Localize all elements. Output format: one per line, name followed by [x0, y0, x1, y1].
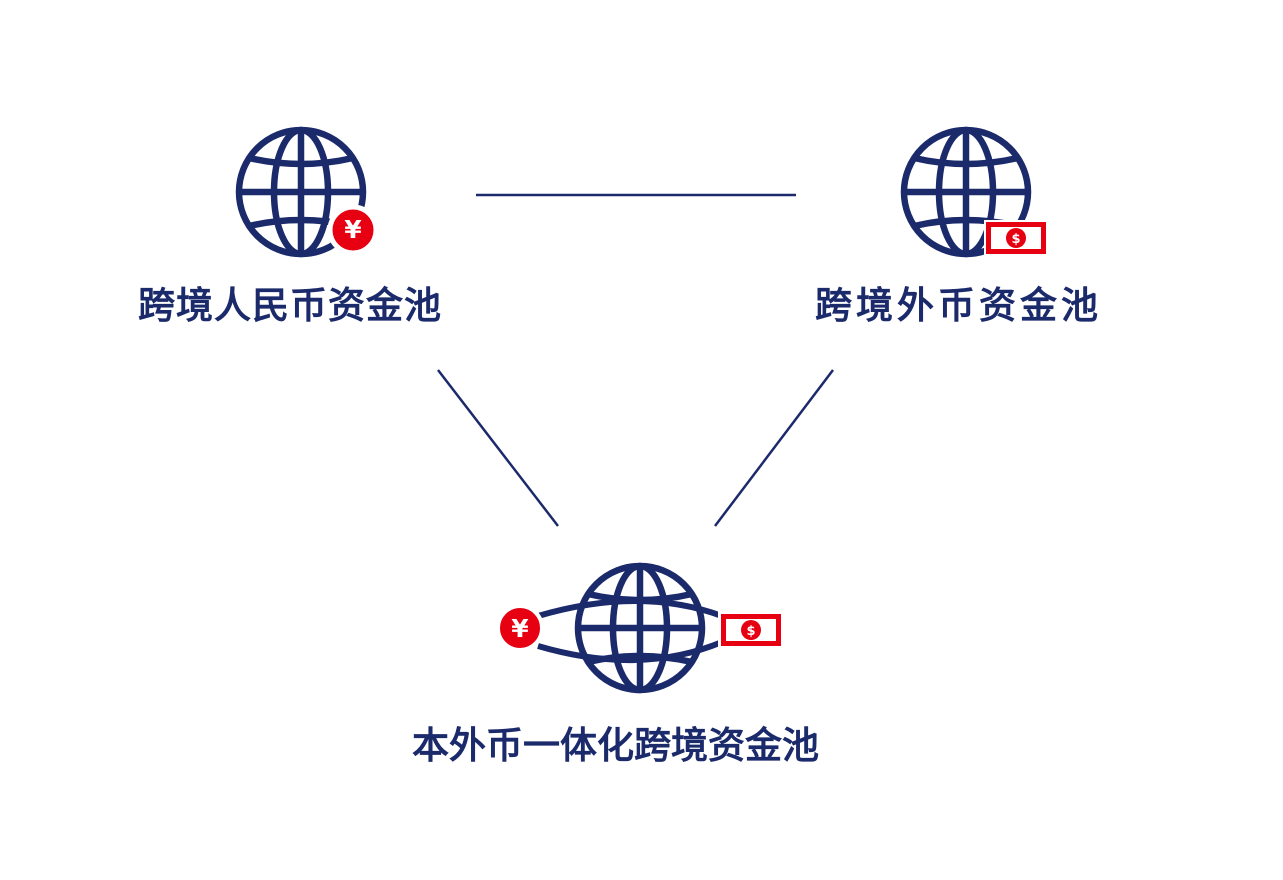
yuan-symbol: ¥ [344, 215, 362, 244]
label-rmb-pool: 跨境人民币资金池 [138, 284, 442, 327]
label-integrated-pool: 本外币一体化跨境资金池 [412, 724, 819, 767]
globe-orbit-currencies-icon: ¥ $ [496, 562, 784, 694]
globe-dollar-bill-icon: $ [900, 126, 1048, 258]
globe-yuan-icon: ¥ [235, 126, 379, 258]
label-fx-pool: 跨境外币资金池 [815, 284, 1102, 327]
dollar-symbol: $ [746, 624, 755, 639]
dollar-symbol: $ [1011, 232, 1020, 247]
connector-left [437, 369, 559, 527]
yuan-symbol: ¥ [511, 614, 529, 643]
connector-right [714, 369, 834, 527]
